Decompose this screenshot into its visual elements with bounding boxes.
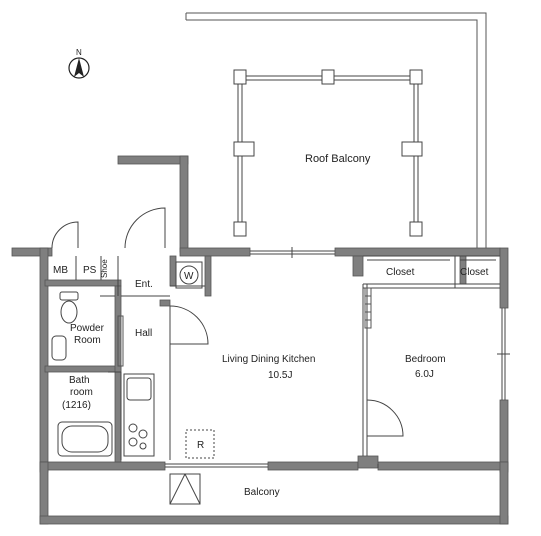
- bedroom-size-label: 6.0J: [415, 369, 434, 380]
- bath-label-2: room: [70, 387, 93, 398]
- kitchen-sink-icon: [123, 373, 155, 457]
- refrigerator-icon: [185, 429, 215, 459]
- toilet-icon: [59, 291, 79, 324]
- stove-icon: [128, 423, 148, 450]
- walls: [11, 155, 509, 525]
- pergola-frame: [233, 69, 423, 237]
- powder-sink-icon: [51, 335, 67, 361]
- washer-label: W: [184, 271, 194, 282]
- ldk-size-label: 10.5J: [268, 370, 292, 381]
- washer-icon: [175, 261, 203, 289]
- north-label: N: [76, 48, 82, 57]
- closet-2-label: Closet: [460, 267, 489, 278]
- closet-doors: [117, 287, 372, 367]
- balcony-label: Balcony: [244, 487, 280, 498]
- roof-balcony-label: Roof Balcony: [305, 153, 371, 165]
- doors: [51, 207, 404, 437]
- hall-label: Hall: [135, 328, 152, 339]
- bath-label-1: Bath: [69, 375, 90, 386]
- powder-label-1: Powder: [70, 323, 105, 334]
- shoe-label: Shoe: [100, 259, 109, 278]
- mb-label: MB: [53, 265, 68, 276]
- bath-label-3: (1216): [62, 400, 91, 411]
- refrigerator-label: R: [197, 440, 204, 451]
- powder-label-2: Room: [74, 335, 101, 346]
- bedroom-name-label: Bedroom: [405, 354, 446, 365]
- interior-lines: [75, 247, 510, 468]
- roof-balcony-outline: [185, 12, 487, 248]
- ps-label: PS: [83, 265, 97, 276]
- bathtub-icon: [57, 421, 113, 457]
- ent-label: Ent.: [135, 279, 153, 290]
- balcony-hatch-icon: [169, 473, 201, 505]
- north-arrow-icon: N: [68, 48, 90, 79]
- closet-1-label: Closet: [386, 267, 415, 278]
- ldk-name-label: Living Dining Kitchen: [222, 354, 315, 365]
